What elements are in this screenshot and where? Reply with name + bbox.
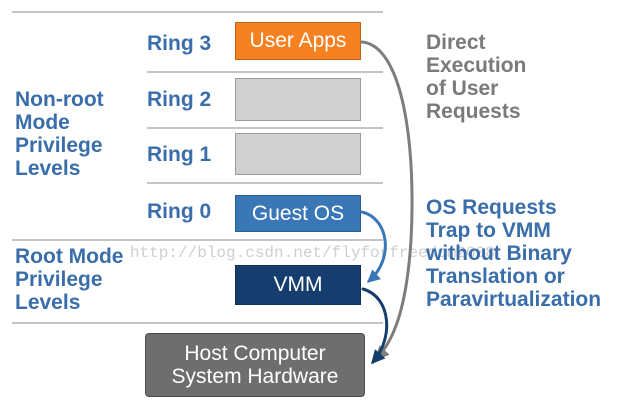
root-label-line: Levels — [15, 291, 81, 314]
os-trap-note: OS Requests Trap to VMM without Binary T… — [426, 196, 601, 311]
user-apps-label: User Apps — [249, 29, 347, 52]
hardware-label-line: System Hardware — [171, 365, 339, 388]
trap-note-line: Paravirtualization — [426, 288, 602, 311]
ring2-ring1-divider — [147, 127, 383, 129]
non-root-root-divider — [12, 239, 383, 241]
non-root-label-line: Levels — [15, 157, 81, 180]
trap-note-line: Trap to VMM — [426, 219, 551, 242]
ring-3-label: Ring 3 — [147, 32, 212, 55]
direct-note-line: Requests — [426, 100, 521, 123]
trap-note-line: without Binary — [426, 242, 572, 265]
direct-note-line: Execution — [426, 54, 527, 77]
direct-execution-note: Direct Execution of User Requests — [426, 31, 526, 123]
top-divider — [12, 11, 383, 13]
non-root-label-line: Privilege — [15, 134, 103, 157]
vmm-label: VMM — [273, 273, 323, 296]
ring3-ring2-divider — [147, 71, 383, 73]
ring-2-empty-box — [235, 78, 361, 121]
trap-note-line: Translation or — [426, 265, 565, 288]
direct-note-line: of User — [426, 77, 499, 100]
root-label-line: Privilege — [15, 268, 103, 291]
direct-note-line: Direct — [426, 31, 486, 54]
ring-2-label: Ring 2 — [147, 88, 212, 111]
vmm-to-hardware-arrow — [361, 287, 389, 365]
guest-os-box: Guest OS — [235, 195, 361, 232]
host-hardware-box: Host Computer System Hardware — [145, 333, 365, 397]
ring-1-empty-box — [235, 133, 361, 175]
guest-os-to-vmm-arrow — [360, 210, 387, 283]
non-root-mode-label: Non-root Mode Privilege Levels — [15, 88, 104, 180]
trap-note-line: OS Requests — [426, 196, 557, 219]
root-hardware-divider — [12, 322, 383, 324]
ring1-ring0-divider — [147, 182, 383, 184]
non-root-label-line: Non-root — [15, 88, 104, 111]
root-mode-label: Root Mode Privilege Levels — [15, 245, 123, 314]
user-apps-to-hardware-arrow — [360, 40, 414, 361]
vmm-box: VMM — [235, 265, 361, 305]
watermark: http://blog.csdn.net/flyforfreedom2008 — [130, 244, 495, 262]
non-root-label-line: Mode — [15, 111, 70, 134]
hardware-label-line: Host Computer — [184, 342, 326, 365]
user-apps-box: User Apps — [235, 22, 361, 60]
ring-1-label: Ring 1 — [147, 143, 212, 166]
guest-os-label: Guest OS — [251, 201, 345, 225]
ring-0-label: Ring 0 — [147, 200, 212, 223]
root-label-line: Root Mode — [15, 245, 124, 268]
